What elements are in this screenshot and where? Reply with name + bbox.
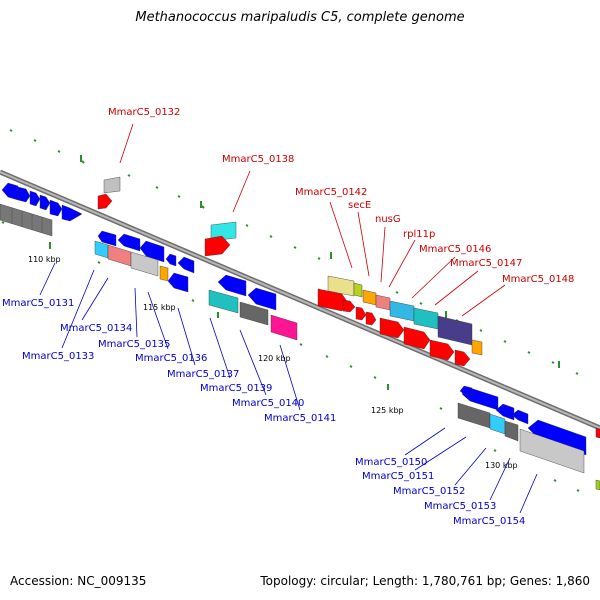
map-title: Methanococcus maripaludis C5, complete g… xyxy=(135,10,465,25)
gene-sece xyxy=(362,289,377,306)
gene-label: MmarC5_0151 xyxy=(362,471,434,482)
gene-reverse-blue xyxy=(29,190,41,207)
gene-mmarc5-0151 xyxy=(489,413,506,435)
gene-forward-red xyxy=(365,311,377,326)
gene-forward-red xyxy=(97,193,113,210)
gene-label: MmarC5_0147 xyxy=(450,258,522,269)
gene-mmarc5-0136 xyxy=(159,265,169,282)
gene-label: rpl11p xyxy=(403,229,435,240)
gene-mmarc5-0154 xyxy=(519,428,585,474)
gene-reverse-blue xyxy=(17,186,31,203)
gene-mmarc5-0134 xyxy=(94,240,109,259)
gene-reverse-grey xyxy=(0,203,53,237)
gene-reverse-blue xyxy=(117,233,141,252)
gene-reverse-blue xyxy=(165,253,177,267)
gene-label: MmarC5_0152 xyxy=(393,486,465,497)
gene-reverse-blue xyxy=(167,272,189,293)
gene-label: secE xyxy=(348,200,371,211)
gene-reverse-blue xyxy=(39,194,51,211)
gene-label: MmarC5_0135 xyxy=(98,339,170,350)
gene-mmarc5-0141 xyxy=(270,314,298,341)
gene-mmarc5-0140 xyxy=(239,301,269,326)
gene-label: MmarC5_0131 xyxy=(2,298,74,309)
gene-label: MmarC5_0134 xyxy=(60,323,132,334)
reverse-callouts xyxy=(39,262,538,514)
reverse-genes xyxy=(0,182,600,491)
gene-label: MmarC5_0138 xyxy=(222,154,294,165)
scale-label: 130 kbp xyxy=(485,461,518,470)
gene-label: MmarC5_0153 xyxy=(424,501,496,512)
genome-backbone xyxy=(0,169,600,431)
gene-forward-red xyxy=(355,306,367,321)
gene-label: MmarC5_0154 xyxy=(453,516,525,527)
gene-label: nusG xyxy=(375,214,401,225)
gene-yellowgreen-edge xyxy=(595,479,600,491)
gene-label: MmarC5_0146 xyxy=(419,244,491,255)
gene-label: MmarC5_0150 xyxy=(355,457,427,468)
gene-forward-red xyxy=(204,235,231,257)
gene-yellowgreen xyxy=(353,282,363,298)
gene-reverse-blue xyxy=(511,409,529,425)
gene-label: MmarC5_0141 xyxy=(264,413,336,424)
gene-reverse-blue xyxy=(459,385,473,397)
reverse-gene-labels: MmarC5_0131 MmarC5_0134 MmarC5_0133 Mmar… xyxy=(2,298,525,527)
accession-text: Accession: NC_009135 xyxy=(10,574,147,588)
gene-forward-red xyxy=(454,349,471,367)
gene-label: MmarC5_0139 xyxy=(200,383,272,394)
gene-nusg xyxy=(375,294,391,311)
gene-reverse-blue xyxy=(1,182,19,201)
scale-label: 110 kbp xyxy=(28,255,61,264)
forward-callouts xyxy=(119,123,506,317)
gene-label: MmarC5_0148 xyxy=(502,274,574,285)
gene-mmarc5-0142 xyxy=(327,275,355,297)
gene-mmarc5-0148 xyxy=(471,339,483,356)
gene-label: MmarC5_0140 xyxy=(232,398,304,409)
gene-mmarc5-0135b xyxy=(130,251,159,277)
gene-forward-red xyxy=(429,339,455,361)
gene-mmarc5-0146 xyxy=(413,307,439,330)
scale-label: 125 kbp xyxy=(371,406,404,415)
gene-mmarc5-0135 xyxy=(107,244,132,267)
scale-labels: 110 kbp 115 kbp 120 kbp 125 kbp 130 kbp xyxy=(28,255,518,470)
scale-label: 120 kbp xyxy=(258,354,291,363)
gene-mmarc5-0139 xyxy=(208,289,239,314)
forward-gene-labels: MmarC5_0132 MmarC5_0138 MmarC5_0142 secE… xyxy=(108,107,574,285)
gene-mmarc5-0132 xyxy=(103,176,121,194)
gene-label: MmarC5_0142 xyxy=(295,187,367,198)
gene-mmarc5-0152 xyxy=(504,420,519,442)
genome-summary-text: Topology: circular; Length: 1,780,761 bp… xyxy=(260,574,590,588)
gene-forward-red xyxy=(379,317,405,339)
gene-rpl11p xyxy=(389,300,415,322)
gene-reverse-blue xyxy=(247,287,277,311)
gene-reverse-blue xyxy=(49,199,63,217)
gene-forward-red xyxy=(595,427,600,439)
gene-reverse-blue xyxy=(495,403,515,421)
forward-genes xyxy=(97,176,600,439)
scale-label: 115 kbp xyxy=(143,303,176,312)
gene-label: MmarC5_0136 xyxy=(135,353,207,364)
gene-reverse-blue xyxy=(177,256,195,274)
gene-reverse-blue xyxy=(217,274,247,297)
gene-reverse-blue xyxy=(97,230,117,247)
gene-label: MmarC5_0132 xyxy=(108,107,180,118)
gene-label: MmarC5_0137 xyxy=(167,369,239,380)
gene-mmarc5-0138 xyxy=(210,221,237,242)
gene-forward-red xyxy=(403,326,431,350)
gene-forward-red xyxy=(342,299,356,313)
gene-mmarc5-0147 xyxy=(437,315,473,346)
gene-mmarc5-0150 xyxy=(457,402,491,429)
gene-label: MmarC5_0133 xyxy=(22,351,94,362)
gene-reverse-blue xyxy=(61,204,83,222)
outer-ticks xyxy=(9,129,579,375)
